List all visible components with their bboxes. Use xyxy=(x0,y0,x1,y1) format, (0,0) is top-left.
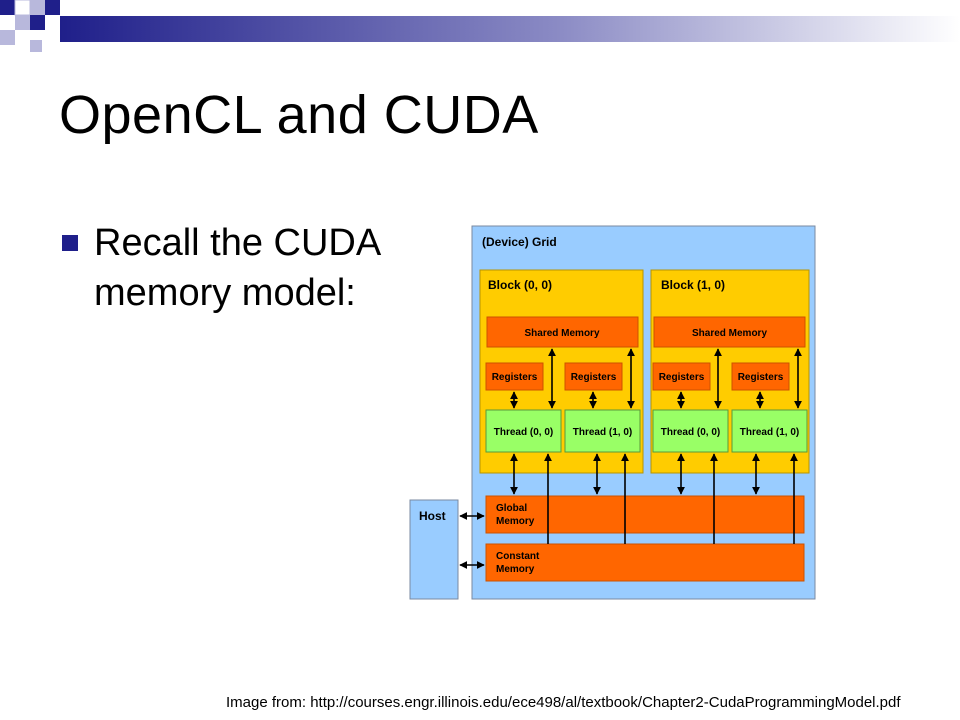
registers-box xyxy=(564,362,623,391)
thread-label: Thread (0, 0) xyxy=(494,427,553,438)
header-square xyxy=(30,40,42,52)
thread-label: Thread (1, 0) xyxy=(740,427,799,438)
arrows xyxy=(459,348,802,569)
grid-label: (Device) Grid xyxy=(482,235,557,249)
shared-memory xyxy=(653,316,806,348)
registers-box xyxy=(485,362,544,391)
registers-label: Registers xyxy=(492,372,538,383)
shared-memory xyxy=(486,316,639,348)
bullet-square-icon xyxy=(62,235,78,251)
thread-box xyxy=(485,409,562,453)
header-square xyxy=(45,0,60,15)
registers-box xyxy=(731,362,790,391)
global-memory-label: Global Memory xyxy=(496,503,535,527)
header-square xyxy=(0,30,15,45)
thread-label: Thread (1, 0) xyxy=(573,427,632,438)
image-source-caption: Image from: http://courses.engr.illinois… xyxy=(226,694,901,711)
block-label: Block (0, 0) xyxy=(488,278,552,292)
slide-title: OpenCL and CUDA xyxy=(59,85,539,145)
constant-memory xyxy=(485,543,805,582)
registers-label: Registers xyxy=(738,372,784,383)
thread-box xyxy=(564,409,641,453)
thread-label: Thread (0, 0) xyxy=(661,427,720,438)
header-square xyxy=(30,15,45,30)
header-gradient-bar xyxy=(60,16,960,42)
global-memory xyxy=(485,495,805,534)
registers-label: Registers xyxy=(659,372,705,383)
header-square xyxy=(0,0,15,15)
header-square xyxy=(30,0,45,15)
cuda-memory-diagram: (Device) Grid Host Block (0, 0) Shared M… xyxy=(409,225,816,600)
shared-memory-label: Shared Memory xyxy=(524,328,599,339)
registers-box xyxy=(652,362,711,391)
thread-box xyxy=(652,409,729,453)
thread-box xyxy=(731,409,808,453)
block-label: Block (1, 0) xyxy=(661,278,725,292)
host-label: Host xyxy=(419,509,446,523)
header-square xyxy=(15,15,30,30)
host-box xyxy=(409,499,459,600)
header-square xyxy=(14,0,31,16)
registers-label: Registers xyxy=(571,372,617,383)
header-decoration xyxy=(0,0,960,52)
shared-memory-label: Shared Memory xyxy=(692,328,767,339)
constant-memory-label: Constant Memory xyxy=(496,551,542,575)
bullet-text: Recall the CUDA memory model: xyxy=(94,222,380,314)
